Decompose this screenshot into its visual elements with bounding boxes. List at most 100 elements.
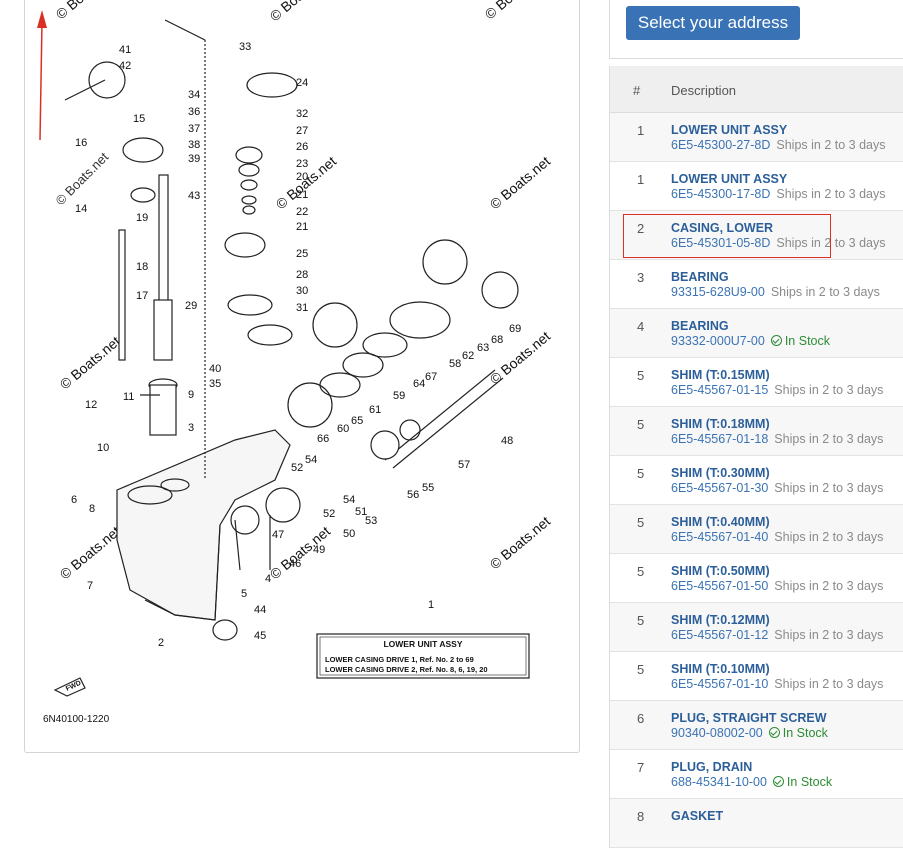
watermark: © Boats.net — [482, 0, 549, 22]
part-name-link[interactable]: SHIM (T:0.40MM) — [671, 515, 770, 529]
callout: 56 — [407, 489, 419, 501]
table-row[interactable]: 5 SHIM (T:0.12MM)6E5-45567-01-12 Ships in … — [610, 603, 903, 652]
part-name-link[interactable]: PLUG, DRAIN — [671, 760, 753, 774]
column-header-description: Description — [671, 83, 737, 98]
callout: 42 — [119, 60, 131, 72]
part-number[interactable]: 688-45341-10-00 — [671, 775, 767, 789]
callout: 17 — [136, 290, 148, 302]
shipping-status: Ships in 2 to 3 days — [770, 285, 880, 299]
part-number[interactable]: 6E5-45567-01-50 — [671, 579, 769, 593]
red-arrow-annotation — [37, 10, 47, 141]
part-name-link[interactable]: BEARING — [671, 319, 729, 333]
part-name-link[interactable]: SHIM (T:0.10MM) — [671, 662, 770, 676]
part-number[interactable]: 6E5-45567-01-15 — [671, 383, 769, 397]
callout: 51 — [355, 506, 367, 518]
part-number[interactable]: 6E5-45567-01-18 — [671, 432, 769, 446]
part-number[interactable]: 6E5-45567-01-10 — [671, 677, 769, 691]
callout: 63 — [477, 342, 489, 354]
stock-status-text: In Stock — [786, 775, 833, 789]
callout: 30 — [296, 285, 308, 297]
part-number[interactable]: 90340-08002-00 — [671, 726, 763, 740]
part-number-line: 93315-628U9-00 Ships in 2 to 3 days — [671, 285, 880, 299]
callout: 52 — [291, 462, 303, 474]
part-number-line: 6E5-45567-01-40 Ships in 2 to 3 days — [671, 530, 883, 544]
ref-number: 5 — [637, 613, 645, 628]
ref-number: 3 — [637, 270, 645, 285]
part-name-link[interactable]: SHIM (T:0.30MM) — [671, 466, 770, 480]
callout: 67 — [425, 371, 437, 383]
callout: 43 — [188, 190, 200, 202]
table-row[interactable]: 8 GASKET — [610, 799, 903, 848]
part-name-link[interactable]: CASING, LOWER — [671, 221, 774, 235]
part-number[interactable]: 93332-000U7-00 — [671, 334, 765, 348]
callout: 35 — [209, 378, 221, 390]
part-name-link[interactable]: BEARING — [671, 270, 729, 284]
callout: 21 — [296, 189, 308, 201]
callout: 11 — [123, 391, 134, 403]
callout: 1 — [428, 599, 434, 611]
ref-number: 5 — [637, 466, 645, 481]
callout: 60 — [337, 423, 349, 435]
shipping-status: Ships in 2 to 3 days — [774, 530, 884, 544]
callout: 64 — [413, 378, 425, 390]
part-name-link[interactable]: GASKET — [671, 809, 724, 823]
callout: 45 — [254, 630, 266, 642]
stock-status: In Stock — [770, 334, 830, 348]
part-number[interactable]: 6E5-45301-05-8D — [671, 236, 771, 250]
part-number-line: 6E5-45567-01-12 Ships in 2 to 3 days — [671, 628, 883, 642]
part-number[interactable]: 93315-628U9-00 — [671, 285, 765, 299]
part-name-link[interactable]: LOWER UNIT ASSY — [671, 123, 788, 137]
callout: 9 — [188, 389, 194, 401]
shipping-status: Ships in 2 to 3 days — [774, 481, 884, 495]
callout: 2 — [158, 637, 164, 649]
part-name-link[interactable]: SHIM (T:0.50MM) — [671, 564, 770, 578]
part-number[interactable]: 6E5-45567-01-30 — [671, 481, 769, 495]
part-name-link[interactable]: LOWER UNIT ASSY — [671, 172, 788, 186]
stock-status-text: In Stock — [784, 334, 830, 348]
part-name-link[interactable]: SHIM (T:0.18MM) — [671, 417, 770, 431]
part-number-line: 688-45341-10-00 In Stock — [671, 775, 832, 789]
part-number-line: 6E5-45567-01-30 Ships in 2 to 3 days — [671, 481, 883, 495]
table-row[interactable]: 5 SHIM (T:0.30MM)6E5-45567-01-30 Ships in … — [610, 456, 903, 505]
ref-number: 2 — [637, 221, 645, 236]
part-name-link[interactable]: SHIM (T:0.12MM) — [671, 613, 770, 627]
shipping-status: Ships in 2 to 3 days — [774, 628, 884, 642]
parts-diagram[interactable]: © Boats.net © Boats.net © Boats.net © Bo… — [24, 0, 580, 753]
select-address-button[interactable]: Select your address — [626, 6, 800, 40]
part-number[interactable]: 6E5-45567-01-12 — [671, 628, 769, 642]
callout: 39 — [188, 153, 200, 165]
part-number[interactable]: 6E5-45567-01-40 — [671, 530, 769, 544]
callout: 22 — [296, 206, 308, 218]
watermark: © Boats.net — [487, 153, 554, 212]
ref-number: 5 — [637, 662, 645, 677]
shipping-status: Ships in 2 to 3 days — [776, 138, 886, 152]
callout: 40 — [209, 363, 221, 375]
callout: 54 — [305, 454, 317, 466]
callout: 24 — [296, 77, 308, 89]
part-number[interactable]: 6E5-45300-17-8D — [671, 187, 771, 201]
part-name-link[interactable]: SHIM (T:0.15MM) — [671, 368, 770, 382]
callout: 15 — [133, 113, 145, 125]
part-number[interactable]: 6E5-45300-27-8D — [671, 138, 771, 152]
callout: 19 — [136, 212, 148, 224]
callout: 32 — [296, 108, 308, 120]
ref-number: 5 — [637, 417, 645, 432]
ref-number: 8 — [637, 809, 645, 824]
part-number-line: 93332-000U7-00 In Stock — [671, 334, 830, 348]
callout: 41 — [119, 44, 131, 56]
part-name-link[interactable]: PLUG, STRAIGHT SCREW — [671, 711, 827, 725]
